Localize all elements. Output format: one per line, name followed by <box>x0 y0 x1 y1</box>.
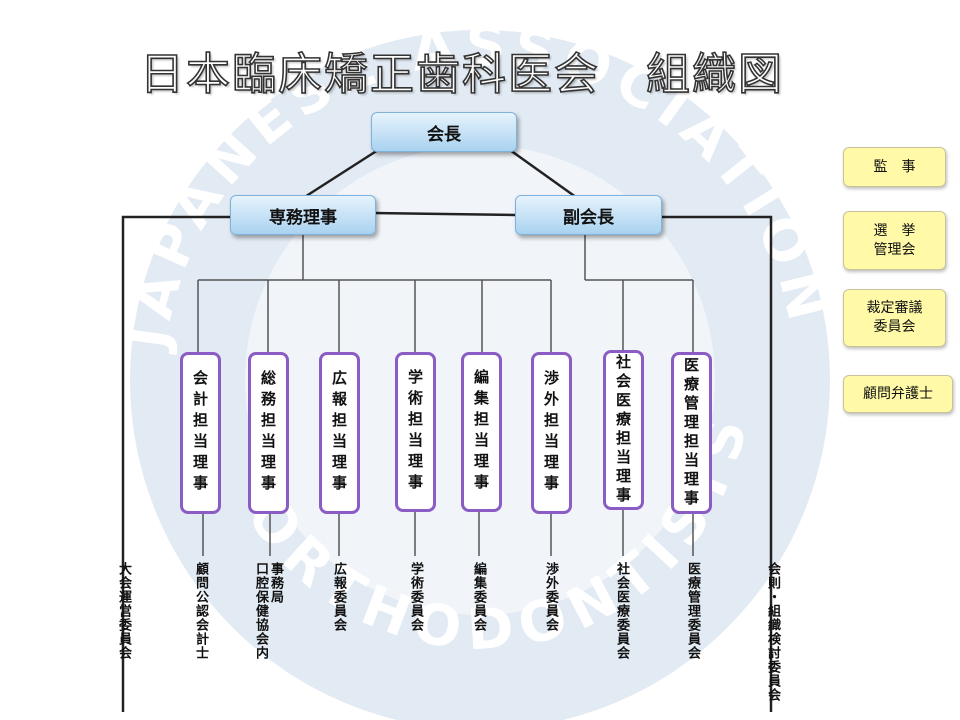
page-title: 日本臨床矯正歯科医会 組織図 <box>139 48 784 101</box>
committee-external-affairs: 渉外委員会 <box>543 562 558 632</box>
node-vice-president: 副会長 <box>515 195 662 235</box>
director-medical-management: 医療管理担当理事 <box>671 352 712 514</box>
committee-public-relations: 広報委員会 <box>331 562 346 632</box>
committee-social-medicine: 社会医療委員会 <box>614 562 629 660</box>
committee-convention: 大会運営委員会 <box>116 562 131 660</box>
node-executive-director: 専務理事 <box>230 195 376 235</box>
director-external-affairs: 渉外担当理事 <box>531 352 572 514</box>
director-general-affairs: 総務担当理事 <box>248 352 289 514</box>
committee-cpa-advisor: 顧問公認会計士 <box>193 562 208 660</box>
node-president: 会長 <box>371 112 517 152</box>
director-public-relations: 広報担当理事 <box>319 352 360 514</box>
committee-academic: 学術委員会 <box>408 562 423 632</box>
side-box-arbitration-committee: 裁定審議 委員会 <box>843 289 946 347</box>
side-box-election-committee: 選 挙 管理会 <box>843 211 946 270</box>
side-box-auditor: 監 事 <box>843 147 946 187</box>
committee-bylaws: 会則・組織検討委員会 <box>765 562 780 702</box>
committee-secretariat: 事務局 口腔保健協会内 <box>253 562 283 660</box>
director-social-medicine: 社会医療担当理事 <box>603 350 644 510</box>
director-accounting: 会計担当理事 <box>180 352 221 514</box>
director-academic: 学術担当理事 <box>395 352 436 512</box>
director-editorial: 編集担当理事 <box>461 352 502 512</box>
committee-editorial: 編集委員会 <box>471 562 486 632</box>
committee-medical-management: 医療管理委員会 <box>685 562 700 660</box>
side-box-legal-advisor: 顧問弁護士 <box>843 375 953 413</box>
